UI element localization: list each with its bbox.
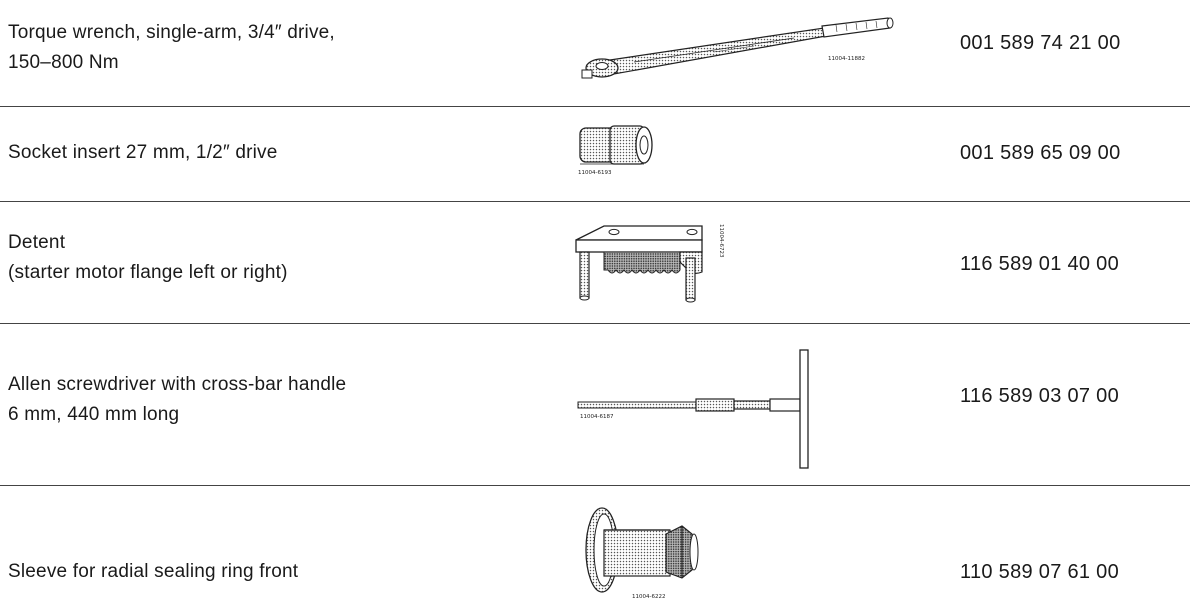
part-number: 110 589 07 61 00 — [960, 561, 1120, 583]
figure-number: 11004-6193 — [578, 170, 612, 176]
torque-wrench-icon: 11004-11882 — [581, 17, 894, 79]
description-line: Torque wrench, single-arm, 3/4″ drive, — [8, 22, 335, 43]
tool-description: Allen screwdriver with cross-bar handle … — [8, 370, 346, 430]
figure-number: 11004-6222 — [632, 594, 665, 600]
figure-number: 11004-6187 — [580, 414, 614, 420]
tool-description: Torque wrench, single-arm, 3/4″ drive, 1… — [8, 18, 335, 78]
detent-icon: 11004-6723 — [575, 224, 724, 303]
description-line: Socket insert 27 mm, 1/2″ drive — [8, 142, 278, 163]
part-number: 001 589 65 09 00 — [960, 142, 1121, 164]
figure-number: 11004-6723 — [718, 224, 724, 258]
part-number: 116 589 01 40 00 — [960, 253, 1120, 275]
tool-description: Detent (starter motor flange left or rig… — [8, 228, 288, 288]
description-line: 6 mm, 440 mm long — [8, 404, 180, 425]
row-divider — [0, 323, 1190, 324]
part-number: 116 589 03 07 00 — [960, 385, 1120, 407]
allen-screwdriver-icon: 11004-6187 — [577, 349, 809, 469]
description-line: (starter motor flange left or right) — [8, 262, 288, 283]
figure-number: 11004-11882 — [828, 56, 865, 62]
description-line: Detent — [8, 232, 66, 253]
sealing-sleeve-icon: 11004-6222 — [585, 507, 699, 600]
description-line: Sleeve for radial sealing ring front — [8, 561, 299, 582]
row-divider — [0, 201, 1190, 202]
tool-description: Socket insert 27 mm, 1/2″ drive — [8, 138, 278, 168]
part-number: 001 589 74 21 00 — [960, 32, 1121, 54]
socket-insert-icon: 11004-6193 — [578, 125, 653, 176]
description-line: 150–800 Nm — [8, 52, 119, 73]
tool-description: Sleeve for radial sealing ring front — [8, 557, 298, 587]
row-divider — [0, 106, 1190, 107]
description-line: Allen screwdriver with cross-bar handle — [8, 374, 347, 395]
row-divider — [0, 485, 1190, 486]
